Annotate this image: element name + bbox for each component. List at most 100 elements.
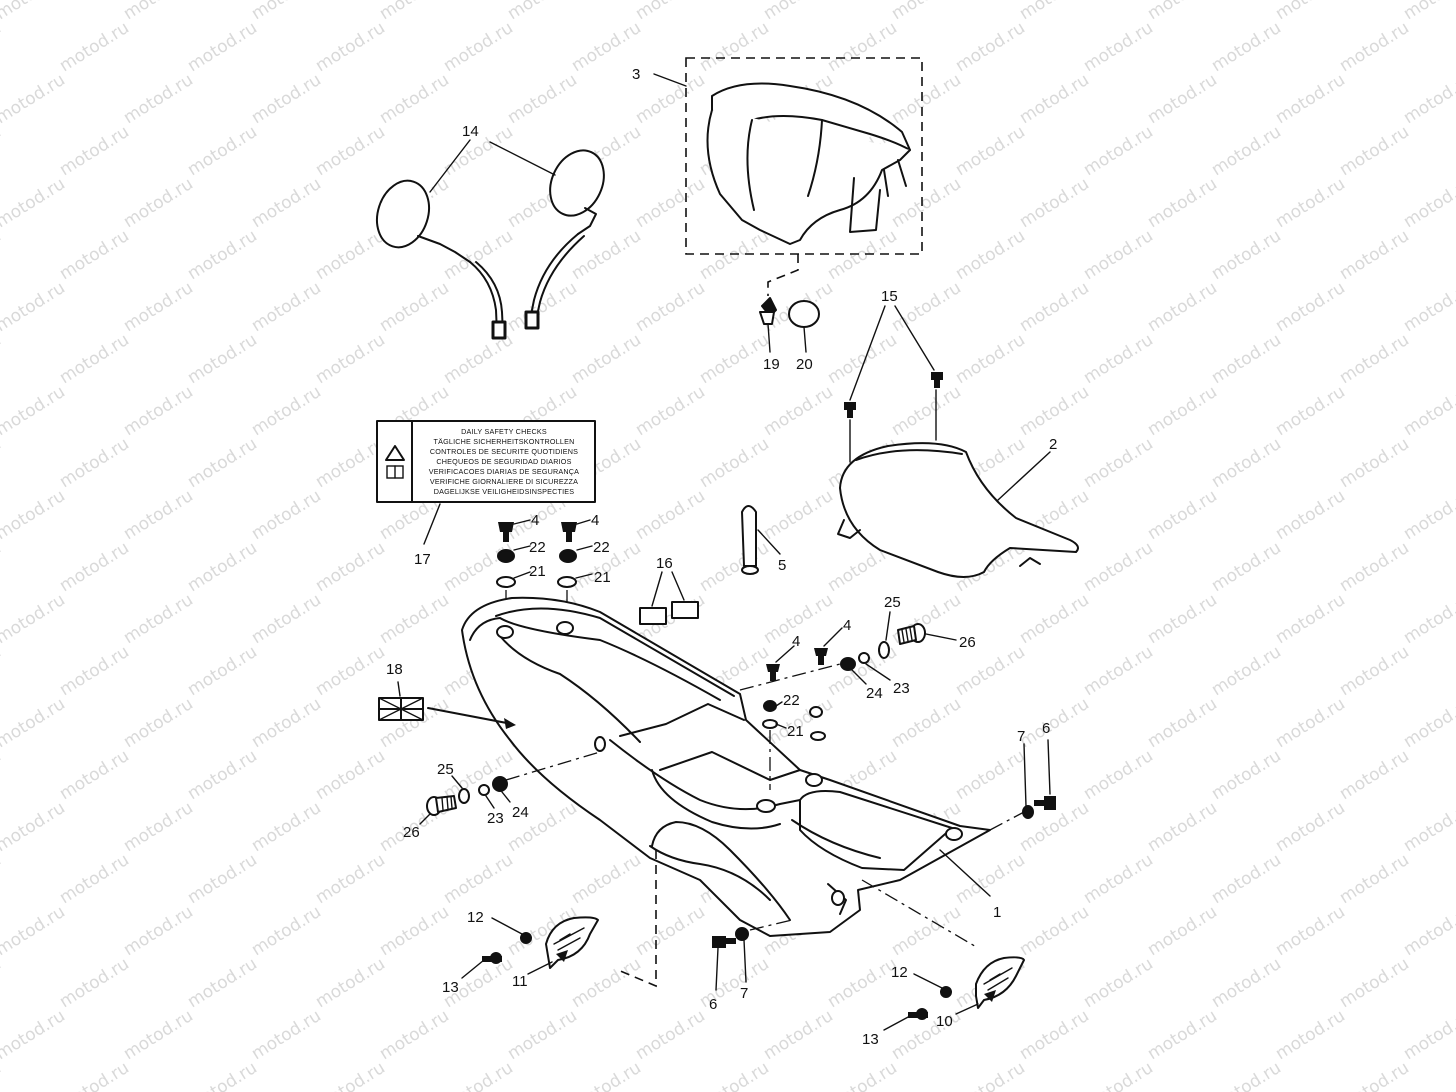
leader-1 [939,849,991,897]
watermark-text: motod.ru [56,122,133,180]
watermark-text: motod.ru [504,278,581,336]
watermark-text: motod.ru [760,1006,837,1064]
watermark-text: motod.ru [56,434,133,492]
watermark-text: motod.ru [1336,642,1413,700]
watermark-text: motod.ru [0,1058,5,1092]
fastener-path-3 [767,254,799,296]
leader-12b [913,973,943,989]
callout-24b: 24 [512,804,529,821]
watermark-text: motod.ru [824,226,901,284]
pad-16a [639,607,667,625]
rear-body-panel [461,596,991,937]
watermark-text: motod.ru [312,746,389,804]
watermark-text: motod.ru [0,122,5,180]
callout-26a: 26 [959,634,976,651]
callout-26b: 26 [403,824,420,841]
watermark-text: motod.ru [1336,18,1413,76]
watermark-text: motod.ru [1208,538,1285,596]
watermark-text: motod.ru [1272,486,1349,544]
callout-7a: 7 [1017,728,1025,745]
watermark-text: motod.ru [440,18,517,76]
clip-5 [741,505,759,575]
seat-cowl-boundary [685,57,923,255]
watermark-text: motod.ru [760,486,837,544]
watermark-text: motod.ru [120,902,197,960]
washer-25b [458,788,470,804]
nut-12-left [520,932,532,944]
watermark-text: motod.ru [1080,18,1157,76]
watermark-text: motod.ru [120,174,197,232]
watermark-text: motod.ru [1208,1058,1285,1092]
watermark-text: motod.ru [120,1006,197,1064]
watermark-text: motod.ru [184,746,261,804]
callout-25b: 25 [437,761,454,778]
watermark-text: motod.ru [1272,382,1349,440]
leader-17 [423,503,441,545]
watermark-text: motod.ru [1016,0,1093,24]
screw-13-left [482,952,502,964]
callout-4b: 4 [591,512,599,529]
bolt-6-right [1034,796,1056,810]
leader-26a [925,633,957,641]
leaders-6-7-lower [715,939,747,991]
watermark-text: motod.ru [1144,70,1221,128]
leaders-22c-21c [775,701,787,729]
watermark-text: motod.ru [312,122,389,180]
watermark-text: motod.ru [0,330,5,388]
callout-3: 3 [632,66,640,83]
watermark-text: motod.ru [1336,330,1413,388]
callout-18: 18 [386,661,403,678]
watermark-text: motod.ru [696,330,773,388]
watermark-text: motod.ru [184,642,261,700]
leader-3 [653,73,687,87]
watermark-text: motod.ru [184,434,261,492]
watermark-text: motod.ru [0,18,5,76]
watermark-text: motod.ru [760,382,837,440]
watermark-text: motod.ru [568,226,645,284]
watermark-text: motod.ru [312,850,389,908]
watermark-text: motod.ru [1208,18,1285,76]
turn-indicator-10 [975,956,1025,1009]
watermark-text: motod.ru [56,18,133,76]
watermark-text: motod.ru [0,590,69,648]
washer-23a [858,652,870,664]
watermark-text: motod.ru [1144,0,1221,24]
callout-5: 5 [778,557,786,574]
watermark-text: motod.ru [1144,486,1221,544]
bolt-4d [814,648,828,665]
watermark-text: motod.ru [888,902,965,960]
fastener-19 [759,297,777,325]
watermark-text: motod.ru [0,1006,69,1064]
watermark-text: motod.ru [0,486,69,544]
watermark-text: motod.ru [0,174,69,232]
watermark-text: motod.ru [824,330,901,388]
watermark-text: motod.ru [952,226,1029,284]
nut-24a [840,657,856,671]
watermark-text: motod.ru [1080,538,1157,596]
watermark-text: motod.ru [1208,122,1285,180]
watermark-text: motod.ru [0,70,69,128]
safety-label-line: VERIFICHE GIORNALIERE DI SICUREZZA [430,477,578,486]
leaders-24a-23a [851,663,891,685]
callout-6b: 6 [709,996,717,1013]
watermark-text: motod.ru [184,330,261,388]
watermark-text: motod.ru [760,0,837,24]
callout-22c: 22 [783,692,800,709]
watermark-text: motod.ru [1336,226,1413,284]
watermark-text: motod.ru [0,226,5,284]
watermark-text: motod.ru [0,382,69,440]
arrow-18 [427,707,513,725]
fastener-stack-left-a [496,522,516,588]
callout-10: 10 [936,1013,953,1030]
watermark-text: motod.ru [120,486,197,544]
safety-label-line: CONTROLES DE SECURITE QUOTIDIENS [430,447,578,456]
fastener-axis-6-lower [749,919,793,931]
grommet-20 [788,300,820,328]
watermark-text: motod.ru [312,18,389,76]
watermark-text: motod.ru [1080,954,1157,1012]
leaders-4cd [775,627,843,663]
watermark-text: motod.ru [888,694,965,752]
callout-6a: 6 [1042,720,1050,737]
